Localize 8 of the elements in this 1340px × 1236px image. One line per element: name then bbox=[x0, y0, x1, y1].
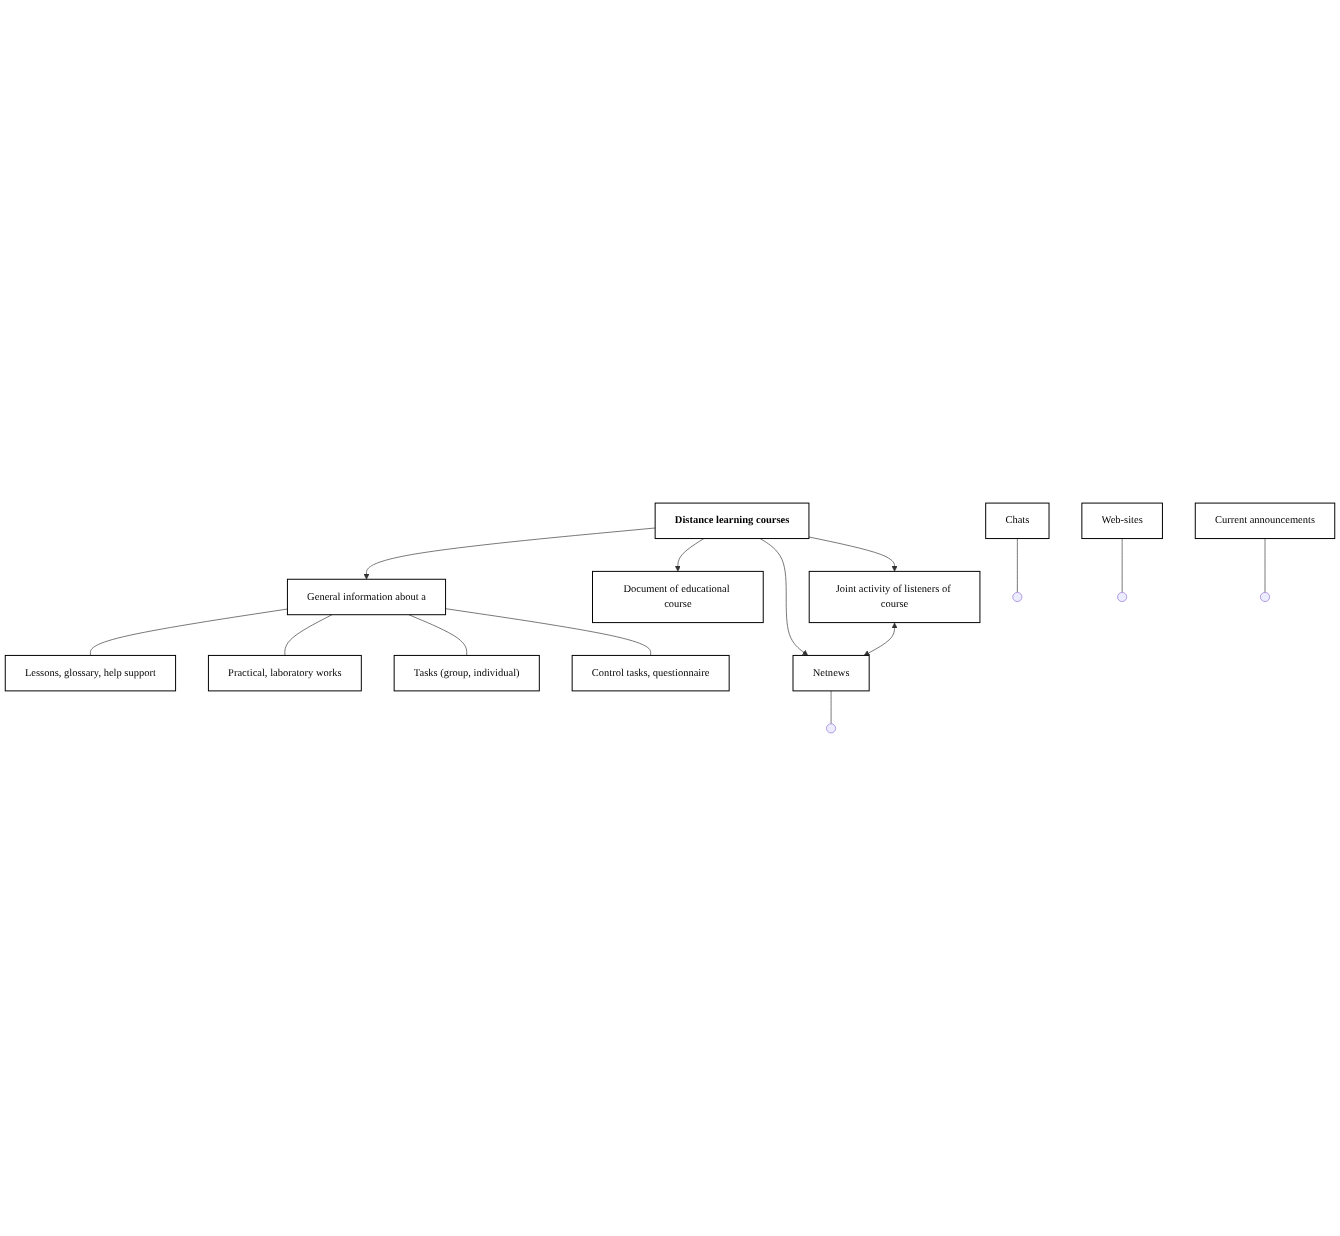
connector bbox=[830, 690, 832, 725]
connector bbox=[90, 608, 288, 656]
connector bbox=[284, 614, 333, 656]
connector bbox=[1017, 538, 1018, 593]
connector bbox=[408, 614, 468, 656]
connector bbox=[1264, 538, 1266, 593]
connector bbox=[445, 608, 651, 656]
connector bbox=[1121, 538, 1123, 593]
